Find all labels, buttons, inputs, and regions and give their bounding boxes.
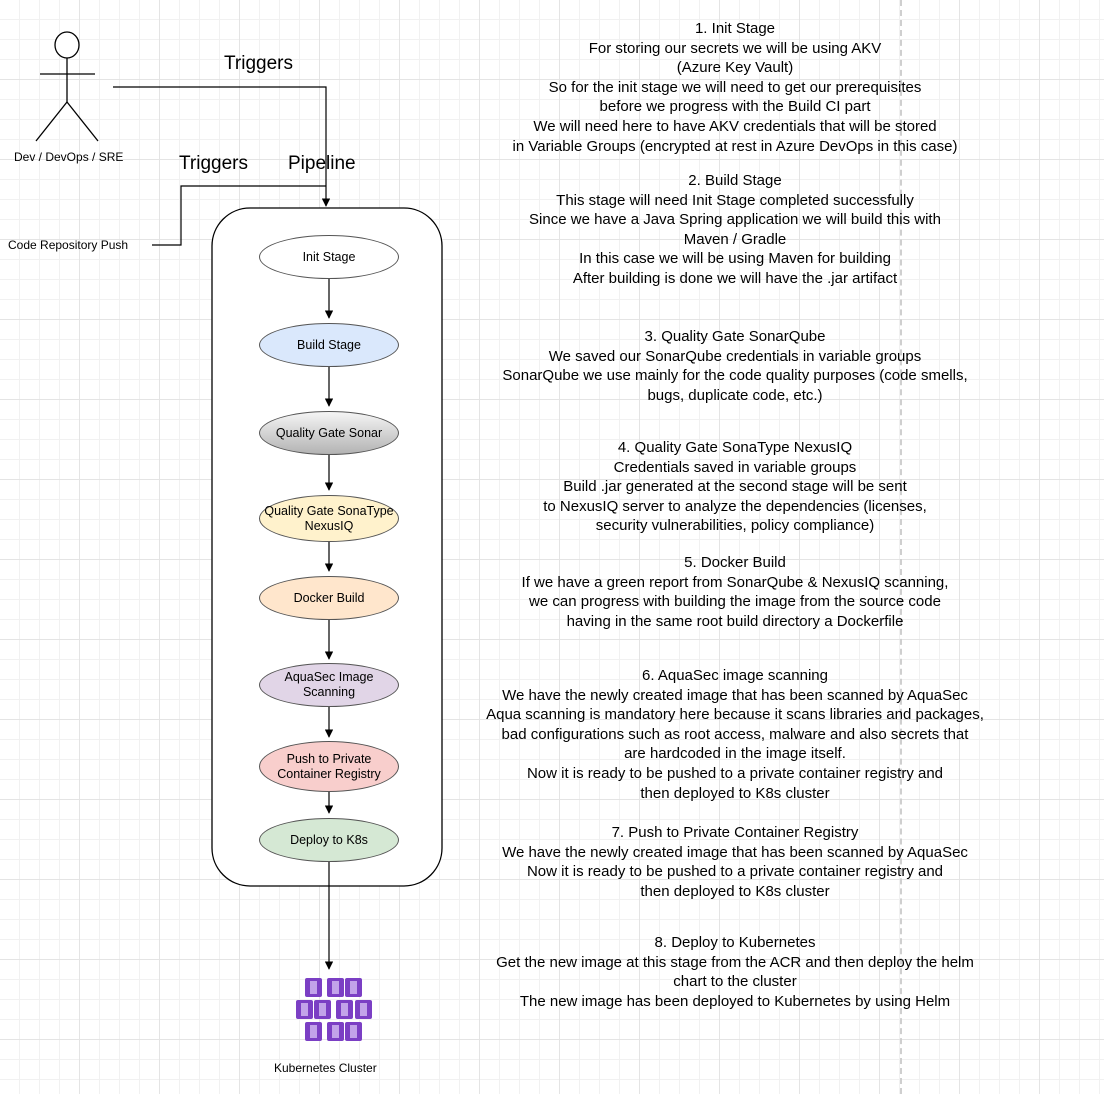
stage-quality-sonar[interactable]: Quality Gate Sonar bbox=[259, 411, 399, 455]
kubernetes-cluster-icon bbox=[296, 978, 372, 1041]
page-boundary-line bbox=[900, 0, 902, 1094]
actor-trigger-connector bbox=[113, 86, 331, 207]
repo-trigger-label: Triggers bbox=[179, 153, 248, 174]
stage-build[interactable]: Build Stage bbox=[259, 323, 399, 367]
stage-init[interactable]: Init Stage bbox=[259, 235, 399, 279]
stage-deploy-k8s[interactable]: Deploy to K8s bbox=[259, 818, 399, 862]
stage-aquasec-scanning[interactable]: AquaSec Image Scanning bbox=[259, 663, 399, 707]
actor-label: Dev / DevOps / SRE bbox=[14, 150, 124, 164]
stage-docker-build[interactable]: Docker Build bbox=[259, 576, 399, 620]
cluster-label: Kubernetes Cluster bbox=[274, 1061, 377, 1075]
pipeline-title: Pipeline bbox=[288, 153, 356, 174]
stage-push-registry[interactable]: Push to Private Container Registry bbox=[259, 741, 399, 792]
stage-quality-nexusiq[interactable]: Quality Gate SonaType NexusIQ bbox=[259, 495, 399, 542]
actor-trigger-label: Triggers bbox=[224, 53, 293, 74]
repo-trigger-connector bbox=[152, 185, 326, 246]
actor-icon bbox=[35, 31, 99, 142]
repo-label: Code Repository Push bbox=[8, 238, 129, 252]
pipeline-container bbox=[211, 207, 443, 887]
